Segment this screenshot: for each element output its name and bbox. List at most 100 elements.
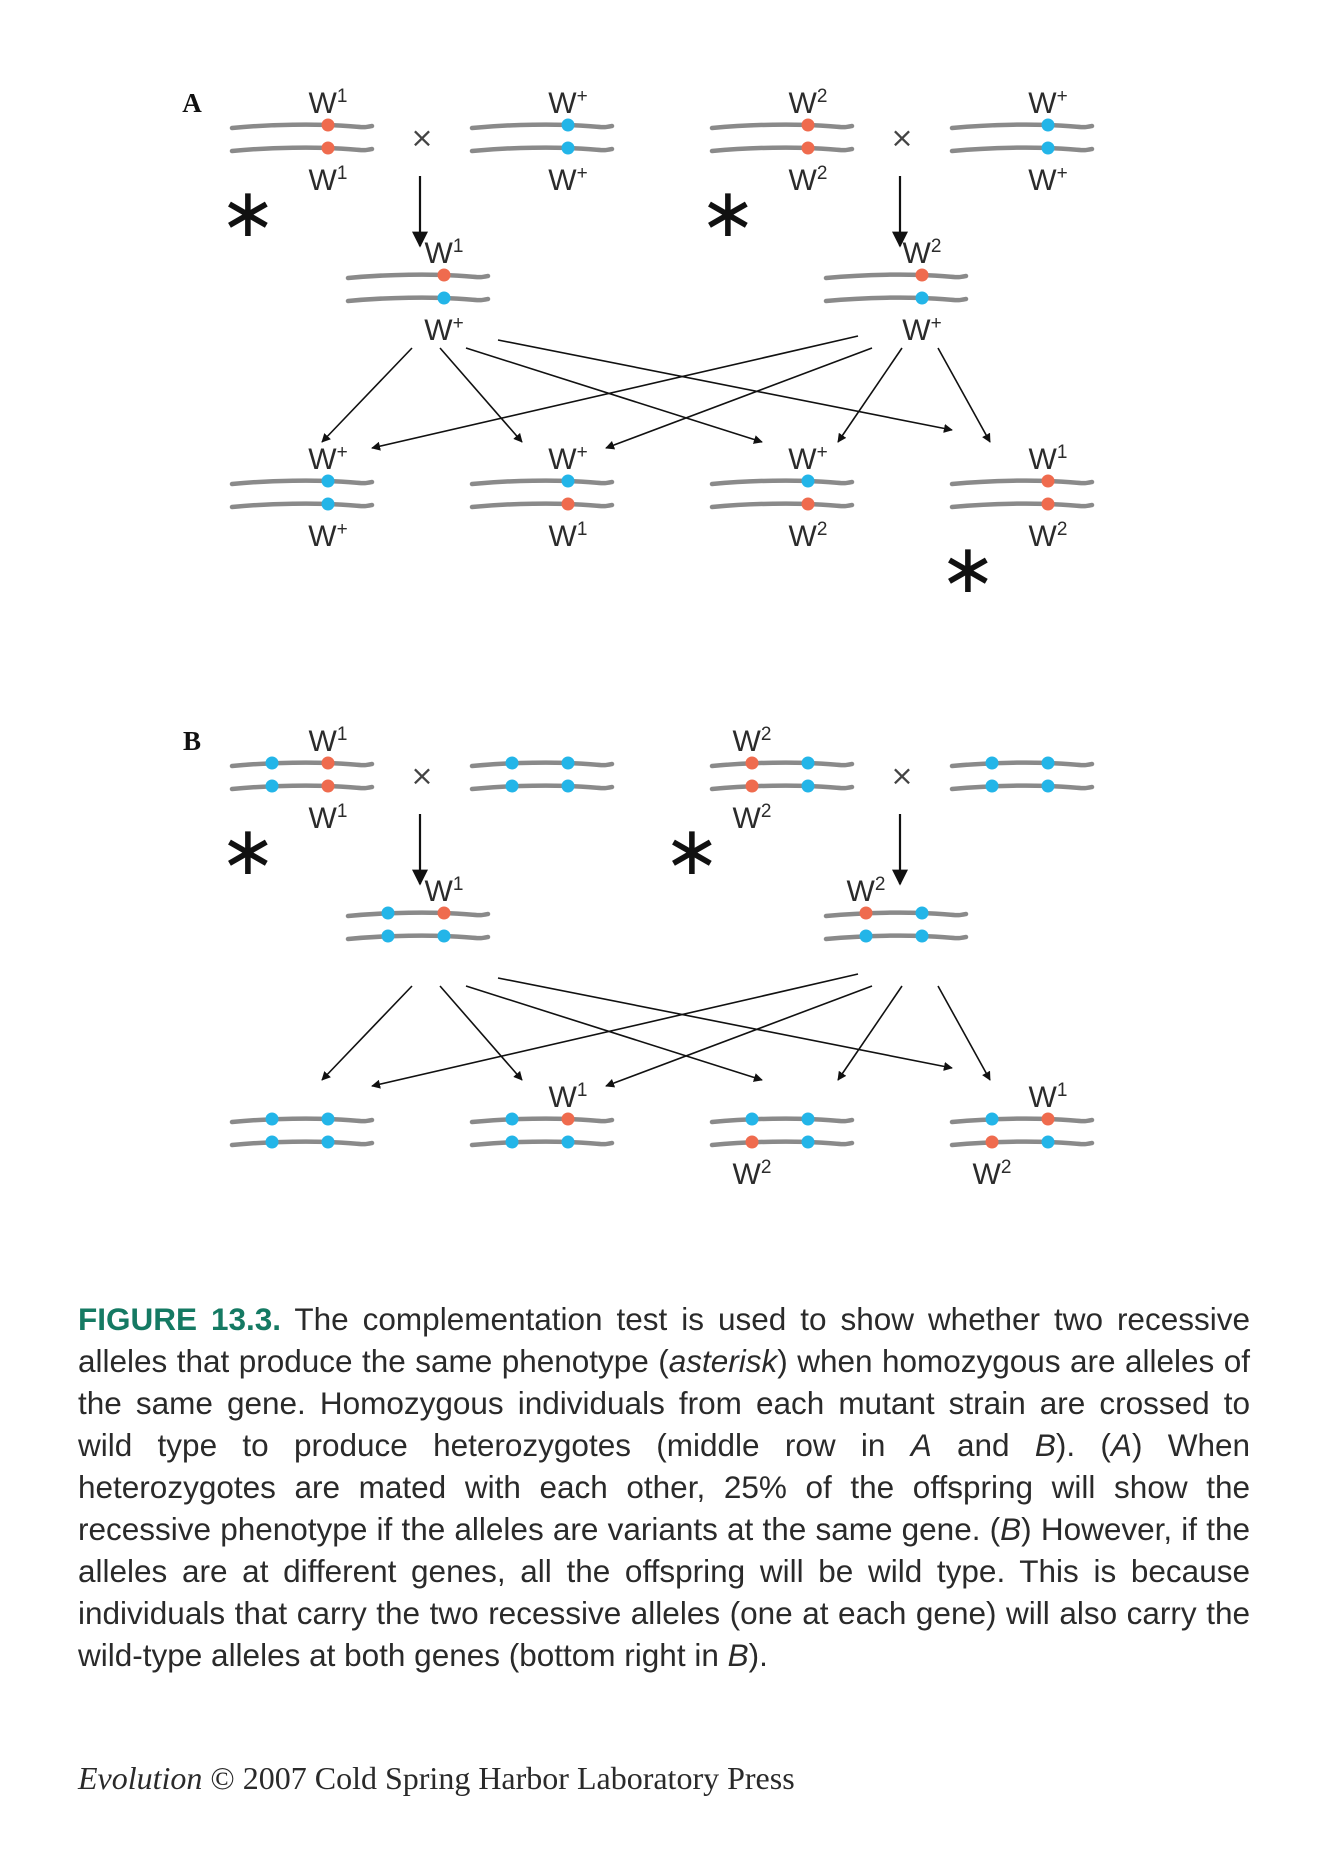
chromosome-bottom [949, 783, 1095, 792]
mutant-allele-dot [1041, 497, 1055, 511]
panel-label: B [183, 726, 201, 756]
allele-label: W+ [308, 519, 347, 553]
wild-allele-dot [985, 756, 999, 770]
wild-allele-dot [801, 474, 815, 488]
panel-label: A [182, 88, 202, 118]
caption-run: and [931, 1427, 1035, 1463]
chromosome-bottom [469, 1139, 615, 1148]
asterisk-icon: ∗ [940, 530, 997, 609]
wild-allele-dot [985, 779, 999, 793]
cross-symbol: × [410, 121, 433, 154]
chromosome-top [823, 272, 969, 281]
mutant-allele-dot [1041, 1112, 1055, 1126]
allele-label: W2 [903, 236, 942, 270]
wild-allele-dot [321, 474, 335, 488]
chromosome-bottom [709, 783, 855, 792]
wild-allele-dot [915, 929, 929, 943]
caption-run: ) When heterozygotes are mated with each… [78, 1427, 1251, 1547]
wild-allele-dot [1041, 756, 1055, 770]
arrow [837, 985, 903, 1081]
allele-label: W1 [549, 519, 588, 553]
wild-allele-dot [1041, 118, 1055, 132]
allele-label: W1 [425, 236, 464, 270]
chromosome-bottom [949, 501, 1095, 510]
allele-label: W+ [548, 86, 587, 120]
wild-allele-dot [915, 906, 929, 920]
arrow [465, 347, 763, 444]
chromosome-bottom [823, 933, 969, 942]
allele-label: W1 [309, 801, 348, 835]
wild-allele-dot [801, 756, 815, 770]
wild-allele-dot [265, 1135, 279, 1149]
wild-allele-dot [1041, 1135, 1055, 1149]
mutant-allele-dot [561, 1112, 575, 1126]
wild-allele-dot [561, 474, 575, 488]
copyright-credit: Evolution © 2007 Cold Spring Harbor Labo… [78, 1760, 795, 1797]
caption-label: FIGURE 13.3. [78, 1301, 282, 1337]
allele-label: W2 [973, 1157, 1012, 1191]
wild-allele-dot [265, 756, 279, 770]
wild-allele-dot [265, 779, 279, 793]
asterisk-icon: ∗ [220, 812, 277, 891]
arrow [937, 985, 991, 1081]
wild-allele-dot [381, 929, 395, 943]
chromosome-top [709, 1116, 855, 1125]
wild-allele-dot [1041, 779, 1055, 793]
wild-allele-dot [505, 779, 519, 793]
mutant-allele-dot [801, 141, 815, 155]
chromosome-top [229, 122, 375, 131]
wild-allele-dot [859, 929, 873, 943]
caption-run: ) However, if the alleles are at differe… [78, 1511, 1251, 1673]
chromosome-bottom [949, 1139, 1095, 1148]
allele-label: W+ [308, 442, 347, 476]
wild-allele-dot [265, 1112, 279, 1126]
wild-allele-dot [1041, 141, 1055, 155]
allele-label: W2 [789, 519, 828, 553]
allele-label: W2 [789, 163, 828, 197]
wild-allele-dot [321, 1135, 335, 1149]
asterisk-icon: ∗ [664, 812, 721, 891]
allele-label: W1 [309, 163, 348, 197]
arrow [371, 335, 859, 451]
wild-allele-dot [505, 1135, 519, 1149]
allele-label: W1 [549, 1080, 588, 1114]
wild-allele-dot [745, 1112, 759, 1126]
chromosome-top [229, 478, 375, 487]
allele-label: W+ [788, 442, 827, 476]
chromosome-bottom [709, 145, 855, 154]
caption-run: ). ( [1055, 1427, 1111, 1463]
chromosome-bottom [229, 783, 375, 792]
chromosome-bottom [823, 295, 969, 304]
allele-label: W2 [847, 874, 886, 908]
arrow [497, 977, 953, 1071]
asterisk-icon: ∗ [700, 174, 757, 253]
mutant-allele-dot [321, 141, 335, 155]
chromosome-top [229, 760, 375, 769]
arrow [371, 973, 859, 1089]
caption-run: A [1110, 1427, 1132, 1463]
wild-allele-dot [985, 1112, 999, 1126]
allele-label: W+ [548, 163, 587, 197]
arrow [497, 339, 953, 433]
caption-run: B [727, 1637, 749, 1673]
chromosome-bottom [345, 933, 491, 942]
mutant-allele-dot [801, 497, 815, 511]
allele-label: W1 [1029, 442, 1068, 476]
chromosome-top [949, 1116, 1095, 1125]
wild-allele-dot [561, 1135, 575, 1149]
credit-text: © 2007 Cold Spring Harbor Laboratory Pre… [202, 1760, 795, 1796]
allele-label: W2 [733, 1157, 772, 1191]
wild-allele-dot [561, 141, 575, 155]
allele-label: W2 [733, 801, 772, 835]
wild-allele-dot [381, 906, 395, 920]
allele-label: W1 [309, 724, 348, 758]
chromosome-top [229, 1116, 375, 1125]
mutant-allele-dot [985, 1135, 999, 1149]
allele-label: W1 [1029, 1080, 1068, 1114]
caption-run: The complementation test is used to show… [78, 1301, 1250, 1379]
allele-label: W+ [902, 313, 941, 347]
allele-label: W+ [424, 313, 463, 347]
caption-run: asterisk [668, 1343, 778, 1379]
allele-label: W2 [1029, 519, 1068, 553]
